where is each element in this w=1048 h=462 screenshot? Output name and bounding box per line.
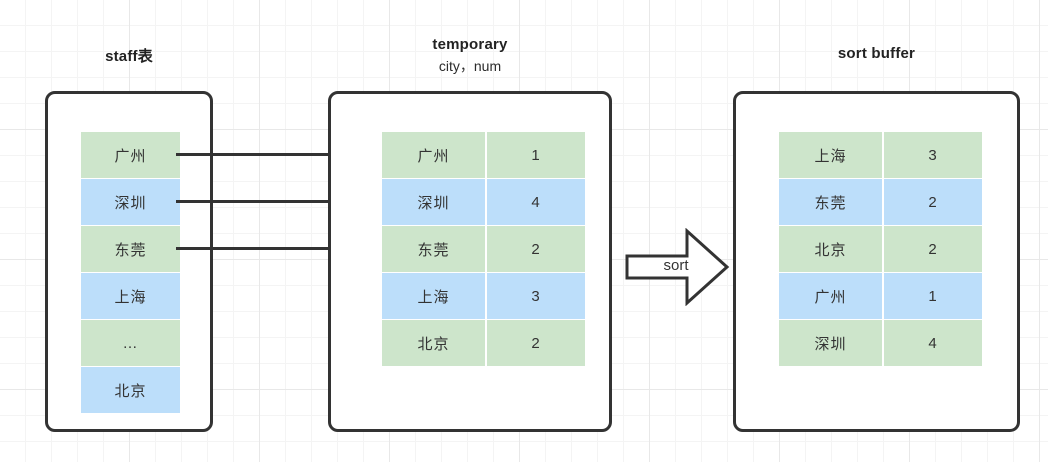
connector-line-0: [176, 153, 359, 156]
sort-block-arrow: [625, 228, 730, 306]
temporary-panel-title: temporary: [432, 36, 508, 53]
sortbuffer-cell-city-4: 深圳: [779, 320, 882, 366]
sortbuffer-cell-num-3: 1: [884, 273, 982, 319]
sortbuffer-cell-num-1: 2: [884, 179, 982, 225]
temporary-cell-num-3: 3: [487, 273, 585, 319]
staff-cell-city-4: …: [81, 320, 180, 366]
staff-cell-city-3: 上海: [81, 273, 180, 319]
staff-cell-city-1: 深圳: [81, 179, 180, 225]
sort-arrow-label: sort: [663, 257, 689, 274]
temporary-cell-city-3: 上海: [382, 273, 485, 319]
sortbuffer-cell-num-4: 4: [884, 320, 982, 366]
sortbuffer-cell-city-0: 上海: [779, 132, 882, 178]
staff-cell-city-2: 东莞: [81, 226, 180, 272]
temporary-panel-subtitle: city，num: [438, 58, 502, 74]
temporary-cell-city-2: 东莞: [382, 226, 485, 272]
sortbuffer-panel-title: sort buffer: [837, 45, 916, 62]
temporary-cell-num-2: 2: [487, 226, 585, 272]
sortbuffer-cell-num-2: 2: [884, 226, 982, 272]
temporary-cell-num-1: 4: [487, 179, 585, 225]
temporary-cell-num-4: 2: [487, 320, 585, 366]
sortbuffer-cell-city-1: 东莞: [779, 179, 882, 225]
temporary-cell-city-1: 深圳: [382, 179, 485, 225]
staff-cell-city-0: 广州: [81, 132, 180, 178]
sortbuffer-cell-num-0: 3: [884, 132, 982, 178]
sortbuffer-cell-city-2: 北京: [779, 226, 882, 272]
temporary-cell-city-4: 北京: [382, 320, 485, 366]
connector-line-2: [176, 247, 359, 250]
temporary-cell-city-0: 广州: [382, 132, 485, 178]
staff-cell-city-5: 北京: [81, 367, 180, 413]
staff-panel-title: staff表: [105, 48, 153, 65]
connector-line-1: [176, 200, 359, 203]
sortbuffer-cell-city-3: 广州: [779, 273, 882, 319]
temporary-cell-num-0: 1: [487, 132, 585, 178]
